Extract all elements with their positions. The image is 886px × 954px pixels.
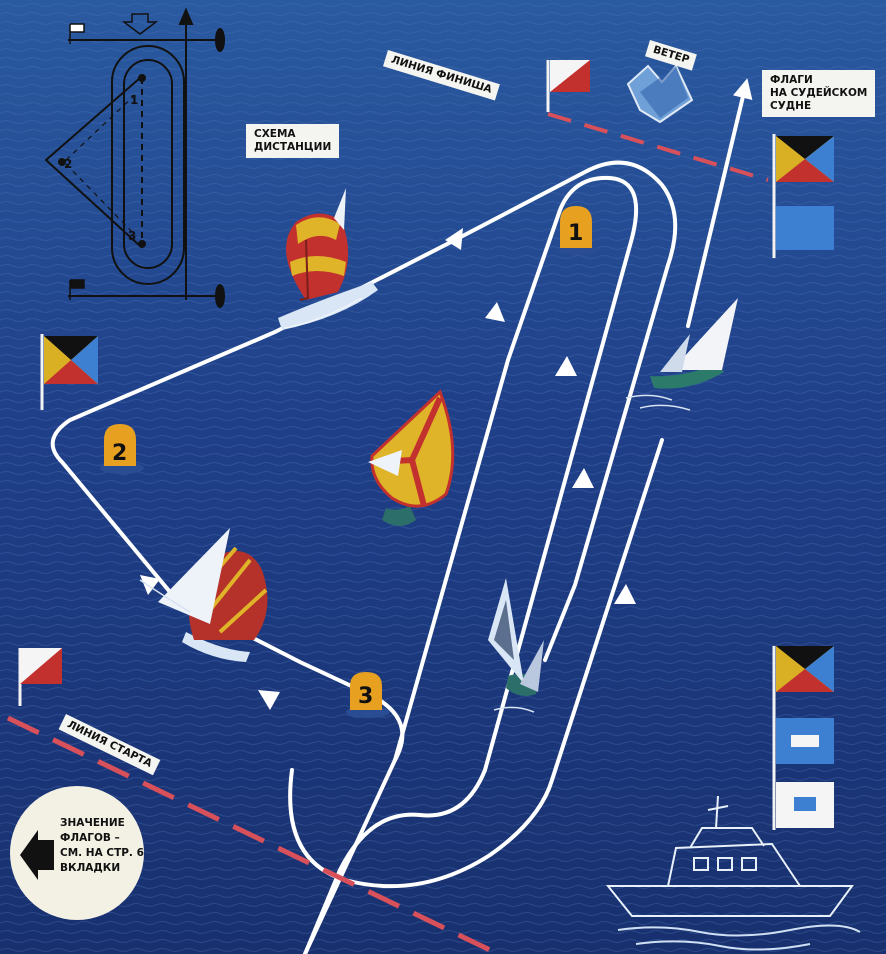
note-line-2: ФЛАГОВ –: [60, 832, 120, 844]
judge-flags-label-line-1: ФЛАГИ: [770, 74, 813, 86]
course-arrow: [572, 468, 594, 488]
scheme-label-line-2: ДИСТАНЦИИ: [254, 141, 332, 153]
motor-boat-icon: [605, 795, 861, 951]
left-z-flag-icon: [40, 334, 98, 410]
buoy-2-icon: 2: [100, 424, 144, 474]
judge-flags-label-line-2: НА СУДЕЙСКОМ: [770, 87, 868, 99]
judge-flags-label-line-3: СУДНЕ: [770, 100, 812, 112]
course-arrow: [140, 575, 160, 595]
note-line-4: ВКЛАДКИ: [60, 862, 121, 874]
wind-arrow-icon: [626, 64, 694, 124]
finish-flag-icon: [546, 60, 590, 112]
wind-course-line: [686, 78, 753, 328]
buoy-1-number: 1: [568, 221, 583, 246]
course-triangle-path: [50, 160, 678, 954]
judge-flag-blue-top-icon: [776, 206, 834, 250]
judge-flag-z-top-icon: [772, 134, 834, 258]
sailboat-spinnaker-middle-icon: [368, 389, 455, 526]
schematic-triangle: [44, 77, 141, 247]
course-arrow: [485, 302, 505, 322]
sailboat-dark-center-icon: [488, 578, 544, 713]
schematic-finish-buoy: [215, 28, 225, 52]
course-inner-loop: [303, 175, 639, 954]
schematic-outer-loop: [111, 45, 185, 285]
course-outer-loop: [288, 438, 664, 889]
flags-meaning-text: ЗНАЧЕНИЕ ФЛАГОВ – СМ. НА СТР. 6 ВКЛАДКИ: [60, 816, 144, 876]
course-arrow: [258, 690, 280, 710]
start-line: [6, 715, 492, 953]
sailboat-spinnaker-top-icon: [278, 188, 378, 330]
schematic-mark-3: 3: [128, 229, 136, 243]
judge-flag-blue-white-icon: [776, 718, 834, 764]
sailboat-spinnaker-lower-icon: [139, 528, 268, 662]
schematic-wind-icon: [121, 13, 159, 35]
course-schematic: [44, 7, 225, 308]
schematic-mark-1: 1: [130, 93, 138, 107]
buoy-3-icon: 3: [346, 672, 390, 718]
note-line-1: ЗНАЧЕНИЕ: [60, 817, 125, 829]
judge-flag-white-blue-icon: [776, 782, 834, 828]
left-arrow-icon: [20, 830, 54, 880]
schematic-mark-2: 2: [64, 157, 72, 171]
schematic-finish-flag-icon: [69, 23, 85, 44]
schematic-start-buoy: [215, 284, 225, 308]
buoy-3-number: 3: [358, 684, 373, 709]
course-arrow: [555, 356, 577, 376]
course-arrow: [445, 228, 463, 250]
buoy-2-number: 2: [112, 441, 127, 466]
buoy-1-icon: 1: [558, 206, 598, 255]
note-line-3: СМ. НА СТР. 6: [60, 847, 144, 859]
course-arrow: [614, 584, 636, 604]
sailboat-white-right-icon: [625, 298, 738, 411]
judge-flag-z-bottom-icon: [772, 646, 834, 830]
schematic-inner-loop: [123, 59, 173, 269]
finish-line: [547, 112, 769, 182]
schematic-start-flag-icon: [69, 279, 85, 300]
start-flag-icon: [18, 648, 62, 706]
course-lines: [50, 78, 753, 954]
flags-meaning-note: ЗНАЧЕНИЕ ФЛАГОВ – СМ. НА СТР. 6 ВКЛАДКИ: [10, 786, 144, 920]
scheme-label-line-1: СХЕМА: [254, 128, 296, 140]
judge-flags-label: ФЛАГИ НА СУДЕЙСКОМ СУДНЕ: [762, 70, 876, 117]
scheme-label: СХЕМА ДИСТАНЦИИ: [246, 124, 340, 158]
course-arrows: [140, 228, 636, 710]
